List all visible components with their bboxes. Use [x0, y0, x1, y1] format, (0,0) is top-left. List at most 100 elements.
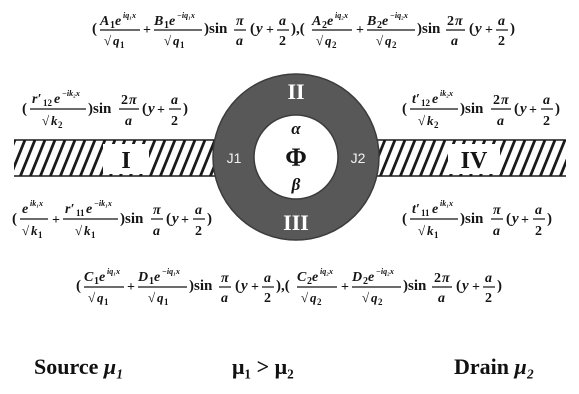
svg-text:√: √ [148, 290, 156, 305]
drain-mu: μ₂ [514, 354, 535, 379]
svg-text:2: 2 [363, 276, 368, 287]
svg-text:√: √ [75, 223, 83, 238]
ring-arm-upper: II [287, 79, 304, 104]
svg-text:e: e [169, 14, 175, 29]
flux-symbol: Φ [285, 143, 307, 172]
svg-text:π: π [455, 14, 463, 29]
svg-text:2: 2 [307, 276, 312, 287]
svg-text:iq₂x: iq₂x [335, 11, 348, 20]
svg-text:e: e [432, 92, 438, 107]
svg-text:q: q [173, 33, 180, 48]
svg-text:)sin: )sin [460, 101, 484, 117]
svg-text:2: 2 [378, 297, 383, 307]
svg-text:a: a [543, 93, 550, 108]
svg-text:+: + [266, 23, 274, 38]
svg-text:a: a [236, 34, 243, 49]
svg-text:)sin: )sin [88, 101, 112, 117]
svg-text:)sin: )sin [403, 278, 427, 294]
svg-text:): ) [497, 278, 502, 294]
svg-text:a: a [497, 114, 504, 129]
svg-text:+: + [485, 23, 493, 38]
svg-text:−iq₂x: −iq₂x [376, 267, 394, 276]
svg-text:)sin: )sin [204, 21, 228, 37]
svg-text:(: ( [469, 21, 474, 37]
junction-j1: J1 [227, 150, 242, 166]
svg-text:+: + [52, 213, 60, 228]
svg-text:√: √ [362, 290, 370, 305]
svg-text:),(: ),( [291, 21, 305, 37]
svg-text:−iq₁x: −iq₁x [162, 267, 180, 276]
drain-text: Drain [454, 354, 509, 379]
svg-text:k: k [31, 223, 38, 238]
beta-label: β [291, 175, 301, 194]
svg-text:A: A [311, 14, 321, 29]
svg-text:e: e [22, 202, 28, 217]
svg-text:C: C [84, 270, 94, 285]
svg-text:y: y [510, 211, 519, 227]
svg-text:+: + [181, 213, 189, 228]
svg-text:a: a [264, 271, 271, 286]
svg-text:e: e [312, 270, 318, 285]
svg-text:+: + [127, 280, 135, 295]
svg-text:): ) [547, 211, 552, 227]
svg-text:√: √ [88, 290, 96, 305]
svg-text:(: ( [514, 101, 519, 117]
svg-text:√: √ [164, 33, 172, 48]
svg-text:11: 11 [76, 208, 85, 218]
svg-text:(: ( [456, 278, 461, 294]
svg-text:2: 2 [264, 291, 271, 306]
svg-text:√: √ [418, 223, 426, 238]
svg-text:1: 1 [180, 40, 185, 50]
svg-text:q: q [325, 33, 332, 48]
svg-text:1: 1 [164, 20, 169, 31]
svg-text:2: 2 [317, 297, 322, 307]
region-lead-left: I [103, 144, 149, 174]
svg-text:(: ( [250, 21, 255, 37]
svg-text:): ) [510, 21, 515, 37]
svg-text:−ik₁x: −ik₁x [94, 199, 112, 208]
svg-text:π: π [236, 14, 244, 29]
svg-text:√: √ [22, 223, 30, 238]
svg-text:e: e [54, 92, 60, 107]
svg-text:y: y [518, 101, 527, 117]
svg-text:a: a [171, 93, 178, 108]
svg-text:π: π [493, 203, 501, 218]
svg-text:11: 11 [421, 208, 430, 218]
svg-text:ik₂x: ik₂x [440, 89, 453, 98]
svg-text:iq₁x: iq₁x [107, 267, 120, 276]
svg-text:a: a [451, 34, 458, 49]
svg-text:(: ( [76, 278, 81, 294]
svg-text:q: q [385, 33, 392, 48]
svg-text:a: a [438, 291, 445, 306]
junction-j2: J2 [351, 150, 366, 166]
svg-text:r′: r′ [32, 92, 41, 107]
svg-text:)sin: )sin [417, 21, 441, 37]
svg-text:2: 2 [493, 93, 500, 108]
svg-text:2: 2 [171, 114, 178, 129]
svg-text:1: 1 [149, 276, 154, 287]
svg-text:2: 2 [543, 114, 550, 129]
svg-text:e: e [327, 14, 333, 29]
source-label: Source μ₁ [34, 354, 124, 380]
svg-text:π: π [129, 93, 137, 108]
svg-text:),(: ),( [276, 278, 290, 294]
svg-text:a: a [153, 224, 160, 239]
svg-text:2: 2 [392, 40, 397, 50]
svg-text:e: e [382, 14, 388, 29]
svg-text:2: 2 [322, 20, 327, 31]
svg-text:y: y [239, 278, 248, 294]
svg-text:2: 2 [498, 34, 505, 49]
svg-text:+: + [472, 280, 480, 295]
svg-text:2: 2 [485, 291, 492, 306]
svg-text:√: √ [301, 290, 309, 305]
svg-text:y: y [460, 278, 469, 294]
svg-text:q: q [157, 290, 164, 305]
svg-text:a: a [485, 271, 492, 286]
svg-text:√: √ [104, 33, 112, 48]
svg-text:+: + [157, 103, 165, 118]
svg-text:+: + [341, 280, 349, 295]
svg-text:k: k [427, 113, 434, 128]
